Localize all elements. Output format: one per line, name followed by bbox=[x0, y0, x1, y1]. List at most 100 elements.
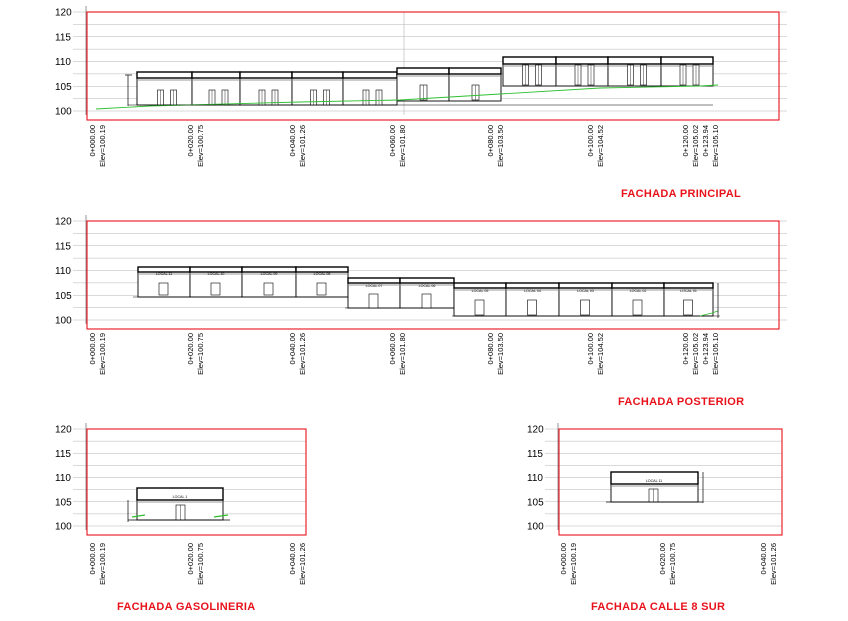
station-label: 0+123.94 bbox=[701, 333, 710, 365]
elevation-label: Elev=101.26 bbox=[298, 333, 307, 375]
window bbox=[527, 299, 537, 316]
elevation-tick-label: 115 bbox=[527, 449, 543, 460]
local-roof bbox=[136, 71, 193, 79]
elevation-label: Elev=103.50 bbox=[496, 125, 505, 167]
station-label: 0+040.00 bbox=[288, 125, 297, 157]
local-label: LOCAL 05 bbox=[472, 289, 489, 293]
station-label: 0+080.00 bbox=[486, 333, 495, 365]
local-label: LOCAL 06 bbox=[419, 284, 436, 288]
elevation-label: Elev=100.75 bbox=[196, 125, 205, 167]
elevation-label: Elev=100.19 bbox=[98, 125, 107, 167]
local-roof bbox=[502, 56, 557, 65]
ground-line bbox=[95, 84, 719, 110]
station-label: 0+060.00 bbox=[388, 333, 397, 365]
local-roof bbox=[555, 56, 609, 65]
station-label: 0+120.00 bbox=[681, 125, 690, 157]
local-label: LOCAL 11 bbox=[646, 479, 662, 483]
local-label: LOCAL 01 bbox=[680, 289, 697, 293]
elevation-label: Elev=101.26 bbox=[298, 543, 307, 585]
elevation-label: Elev=101.80 bbox=[398, 333, 407, 375]
window bbox=[474, 299, 485, 316]
local-roof bbox=[347, 277, 401, 284]
local-roof bbox=[505, 282, 560, 289]
elevation-tick-label: 120 bbox=[55, 8, 72, 19]
drawing-frame bbox=[558, 428, 783, 536]
elevation-label: Elev=101.26 bbox=[769, 543, 778, 585]
elevation-label: Elev=104.52 bbox=[596, 125, 605, 167]
elevation-label: Elev=100.19 bbox=[98, 333, 107, 375]
station-label: 0+100.00 bbox=[586, 125, 595, 157]
elevation-label: Elev=100.19 bbox=[98, 543, 107, 585]
local-roof bbox=[239, 71, 293, 79]
local-roof bbox=[448, 67, 502, 75]
elevation-tick-label: 105 bbox=[527, 497, 544, 508]
station-label: 0+123.94 bbox=[701, 125, 710, 157]
elevation-tick-label: 100 bbox=[527, 522, 544, 533]
local-label: LOCAL 02 bbox=[630, 289, 647, 293]
elevation-tick-label: 100 bbox=[55, 522, 72, 533]
local-roof bbox=[342, 71, 398, 79]
title-fachada-gasolineria: FACHADA GASOLINERIA bbox=[117, 601, 256, 613]
station-label: 0+020.00 bbox=[186, 125, 195, 157]
window bbox=[580, 299, 590, 316]
local-roof bbox=[660, 56, 714, 65]
elevation-tick-label: 115 bbox=[55, 32, 71, 43]
window bbox=[158, 282, 169, 296]
elevation-tick-label: 100 bbox=[55, 316, 72, 327]
local-roof bbox=[291, 71, 344, 79]
elevation-label: Elev=105.10 bbox=[711, 125, 720, 167]
elevation-tick-label: 110 bbox=[527, 473, 543, 484]
station-label: 0+060.00 bbox=[388, 125, 397, 157]
elevation-tick-label: 100 bbox=[55, 107, 72, 118]
local-roof bbox=[663, 282, 714, 289]
elevation-tick-label: 120 bbox=[55, 217, 72, 228]
elevation-tick-label: 110 bbox=[55, 57, 71, 68]
station-label: 0+000.00 bbox=[88, 543, 97, 575]
local-label: LOCAL 03 bbox=[577, 289, 594, 293]
station-label: 0+080.00 bbox=[486, 125, 495, 157]
ground-mark bbox=[131, 514, 146, 518]
drawing-frame bbox=[86, 220, 780, 330]
local-label: LOCAL 04 bbox=[524, 289, 541, 293]
ground-mark bbox=[213, 514, 229, 518]
local-roof bbox=[453, 282, 507, 289]
drawing-frame bbox=[86, 428, 307, 536]
elevation-tick-label: 120 bbox=[527, 425, 544, 436]
drawing-frame bbox=[86, 11, 780, 121]
local-label: LOCAL 11 bbox=[156, 272, 172, 276]
local-roof bbox=[136, 487, 224, 501]
window bbox=[316, 282, 327, 296]
local-label: LOCAL 07 bbox=[366, 284, 383, 288]
elevation-label: Elev=104.52 bbox=[596, 333, 605, 375]
elevation-tick-label: 110 bbox=[55, 473, 71, 484]
window bbox=[210, 282, 221, 296]
elevation-tick-label: 120 bbox=[55, 425, 72, 436]
local-label: LOCAL 08 bbox=[314, 272, 331, 276]
window bbox=[683, 299, 693, 316]
window bbox=[263, 282, 274, 296]
local-label: LOCAL 10 bbox=[208, 272, 225, 276]
elevation-label: Elev=105.02 bbox=[691, 125, 700, 167]
local-roof bbox=[295, 266, 349, 273]
elevation-label: Elev=100.19 bbox=[569, 543, 578, 585]
elevation-tick-label: 115 bbox=[55, 241, 71, 252]
station-label: 0+040.00 bbox=[759, 543, 768, 575]
station-label: 0+040.00 bbox=[288, 543, 297, 575]
building-calle-8-sur: LOCAL 11 bbox=[606, 471, 704, 503]
window bbox=[632, 299, 643, 316]
local-roof bbox=[558, 282, 613, 289]
station-label: 0+100.00 bbox=[586, 333, 595, 365]
elevation-label: Elev=103.50 bbox=[496, 333, 505, 375]
station-label: 0+020.00 bbox=[186, 543, 195, 575]
elevation-label: Elev=101.26 bbox=[298, 125, 307, 167]
local-roof bbox=[611, 282, 665, 289]
elevation-label: Elev=101.80 bbox=[398, 125, 407, 167]
station-label: 0+040.00 bbox=[288, 333, 297, 365]
window bbox=[421, 293, 432, 309]
window bbox=[368, 293, 379, 309]
